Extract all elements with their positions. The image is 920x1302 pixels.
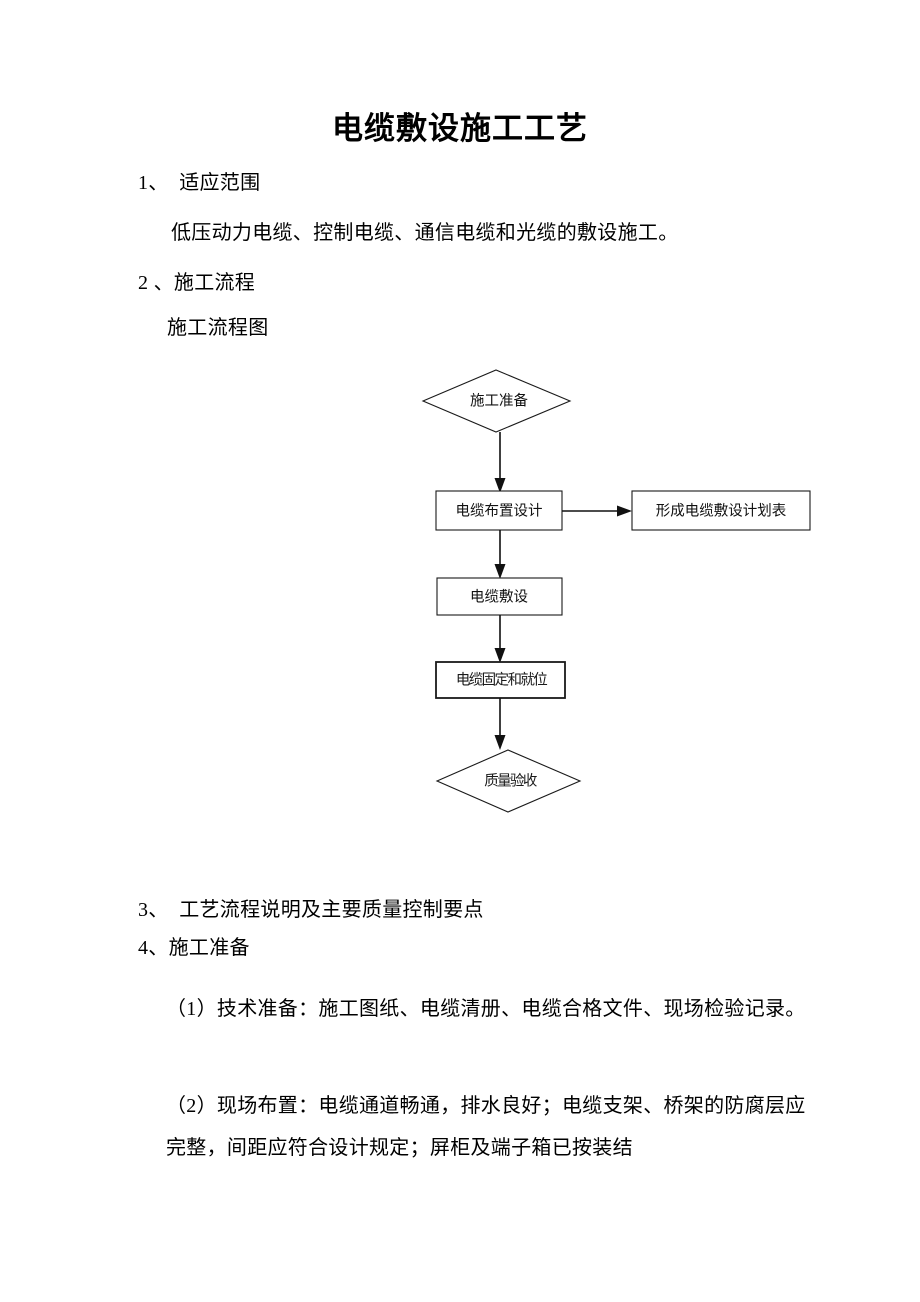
flow-edge-down-4 bbox=[494, 698, 506, 750]
section-body-1: 低压动力电缆、控制电缆、通信电缆和光缆的敷设施工。 bbox=[171, 222, 679, 244]
flow-node-label: 形成电缆敷设计划表 bbox=[656, 502, 787, 519]
list-item: （1）技术准备：施工图纸、电缆清册、电缆合格文件、现场检验记录。 bbox=[166, 988, 816, 1030]
flow-node-construction-preparation: 施工准备 bbox=[421, 369, 572, 433]
flow-node-cable-fixing-and-positioning: 电缆固定和就位 bbox=[435, 661, 566, 699]
list-item-text: 技术准备：施工图纸、电缆清册、电缆合格文件、现场检验记录。 bbox=[216, 998, 806, 1020]
list-item-text: 现场布置：电缆通道畅通，排水良好；电缆支架、桥架的防腐层应完整，间距应符合设计规… bbox=[166, 1095, 806, 1159]
flow-edge-down-2 bbox=[494, 530, 506, 579]
flow-node-label: 电缆敷设 bbox=[470, 588, 528, 605]
flow-node-label: 电缆布置设计 bbox=[456, 502, 543, 519]
flow-edge-down-3 bbox=[494, 615, 506, 663]
page-title: 电缆敷设施工工艺 bbox=[332, 111, 588, 146]
section-heading-2: 2 、施工流程 bbox=[138, 272, 256, 294]
flow-node-label: 质量验收 bbox=[484, 772, 537, 789]
section-heading-3: 3、 工艺流程说明及主要质量控制要点 bbox=[138, 899, 484, 921]
flow-node-cable-laying: 电缆敷设 bbox=[436, 577, 563, 616]
flow-node-label: 施工准备 bbox=[470, 392, 528, 409]
flow-node-quality-acceptance: 质量验收 bbox=[435, 749, 582, 813]
list-item-marker: （1） bbox=[166, 998, 217, 1020]
section-body-2: 施工流程图 bbox=[167, 317, 269, 339]
flow-node-cable-layout-design: 电缆布置设计 bbox=[435, 490, 563, 531]
list-item-marker: （2） bbox=[166, 1095, 217, 1117]
flow-node-label: 电缆固定和就位 bbox=[456, 671, 547, 688]
flow-edge-down-1 bbox=[494, 432, 506, 493]
flow-node-cable-laying-schedule: 形成电缆敷设计划表 bbox=[631, 490, 811, 531]
section-heading-1: 1、 适应范围 bbox=[138, 172, 261, 194]
list-item: （2）现场布置：电缆通道畅通，排水良好；电缆支架、桥架的防腐层应完整，间距应符合… bbox=[166, 1085, 818, 1169]
flow-edge-right-1 bbox=[562, 505, 632, 517]
section-heading-4: 4、施工准备 bbox=[138, 937, 250, 959]
construction-flowchart: 施工准备 电缆布置设计 形成电缆敷设计划表 bbox=[400, 360, 840, 830]
